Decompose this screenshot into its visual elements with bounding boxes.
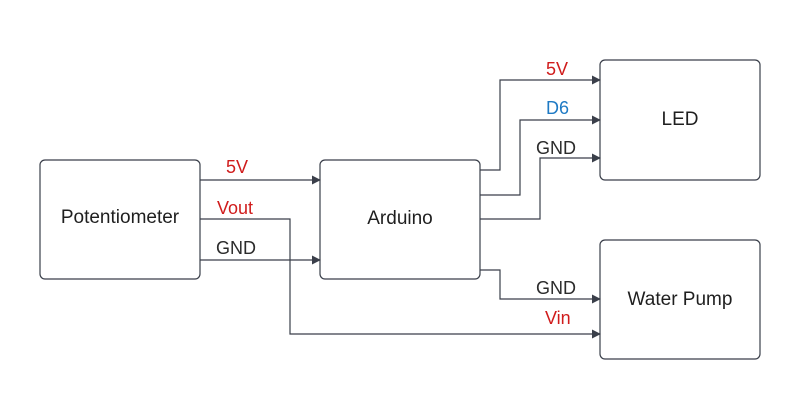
label-led-5v: 5V (546, 59, 568, 79)
label-pump-gnd: GND (536, 278, 576, 298)
wire-led-d6 (480, 115, 601, 196)
water-pump-label: Water Pump (628, 289, 733, 310)
wire-led-5v (480, 75, 601, 171)
label-pump-vin: Vin (545, 308, 571, 328)
wire-pump-gnd (480, 269, 601, 304)
label-pot-vout: Vout (217, 198, 253, 218)
label-pot-gnd: GND (216, 238, 256, 258)
wire-pot-vout-to-pump-vin (200, 218, 601, 339)
water-pump-block: Water Pump (599, 239, 761, 360)
label-led-d6: D6 (546, 98, 569, 118)
label-pot-5v: 5V (226, 157, 248, 177)
potentiometer-label: Potentiometer (61, 207, 180, 228)
potentiometer-block: Potentiometer (39, 159, 201, 280)
arduino-label: Arduino (367, 208, 433, 229)
led-label: LED (662, 109, 699, 130)
wire-led-gnd (480, 153, 601, 220)
led-block: LED (599, 59, 761, 181)
arduino-block: Arduino (319, 159, 481, 280)
label-led-gnd: GND (536, 138, 576, 158)
